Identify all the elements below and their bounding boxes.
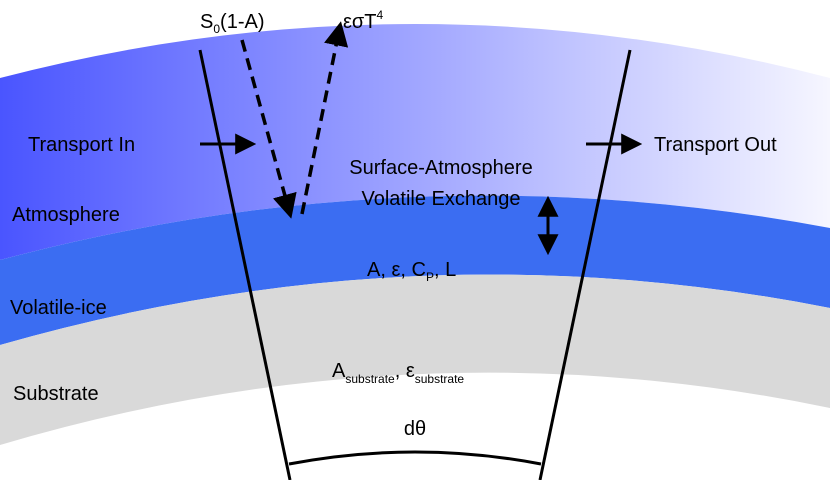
solar-symbol: S [200, 11, 213, 33]
wedge-left-boundary [198, 49, 292, 480]
ice-properties-label: A, ε, CP, L [367, 259, 456, 284]
atmosphere-label: Atmosphere [12, 204, 120, 226]
volatile-ice-layer [0, 195, 830, 345]
incoming-solar-arrow [240, 39, 297, 219]
ice-properties-tail: , L [434, 259, 456, 281]
emission-base: εσT [343, 11, 376, 33]
exchange-label-line1: Surface-Atmosphere [349, 157, 532, 179]
transport-out-label: Transport Out [654, 134, 777, 156]
substrate-properties-label: Asubstrate, εsubstrate [332, 360, 464, 386]
substrate-albedo-subscript: substrate [345, 372, 395, 386]
substrate-emissivity: , ε [395, 360, 415, 382]
substrate-emissivity-subscript: substrate [415, 372, 465, 386]
solar-flux-label: S0(1-A) [200, 11, 264, 36]
wedge-right-boundary [538, 49, 632, 480]
substrate-label: Substrate [13, 383, 99, 405]
substrate-albedo: A [332, 360, 346, 382]
emission-label: εσT4 [343, 8, 383, 33]
ice-properties-subscript: P [426, 270, 434, 284]
exchange-label-line2: Volatile Exchange [361, 188, 520, 210]
dtheta-arc [288, 450, 542, 466]
substrate-layer [0, 274, 830, 445]
ice-properties-main: A, ε, C [367, 259, 426, 281]
angle-label: dθ [404, 418, 426, 440]
emission-superscript: 4 [376, 8, 383, 22]
solar-factor: (1-A) [220, 11, 264, 33]
volatile-ice-label: Volatile-ice [10, 297, 107, 319]
outgoing-emission-arrow [300, 21, 349, 215]
transport-in-label: Transport In [28, 134, 135, 156]
solar-subscript: 0 [213, 22, 220, 36]
